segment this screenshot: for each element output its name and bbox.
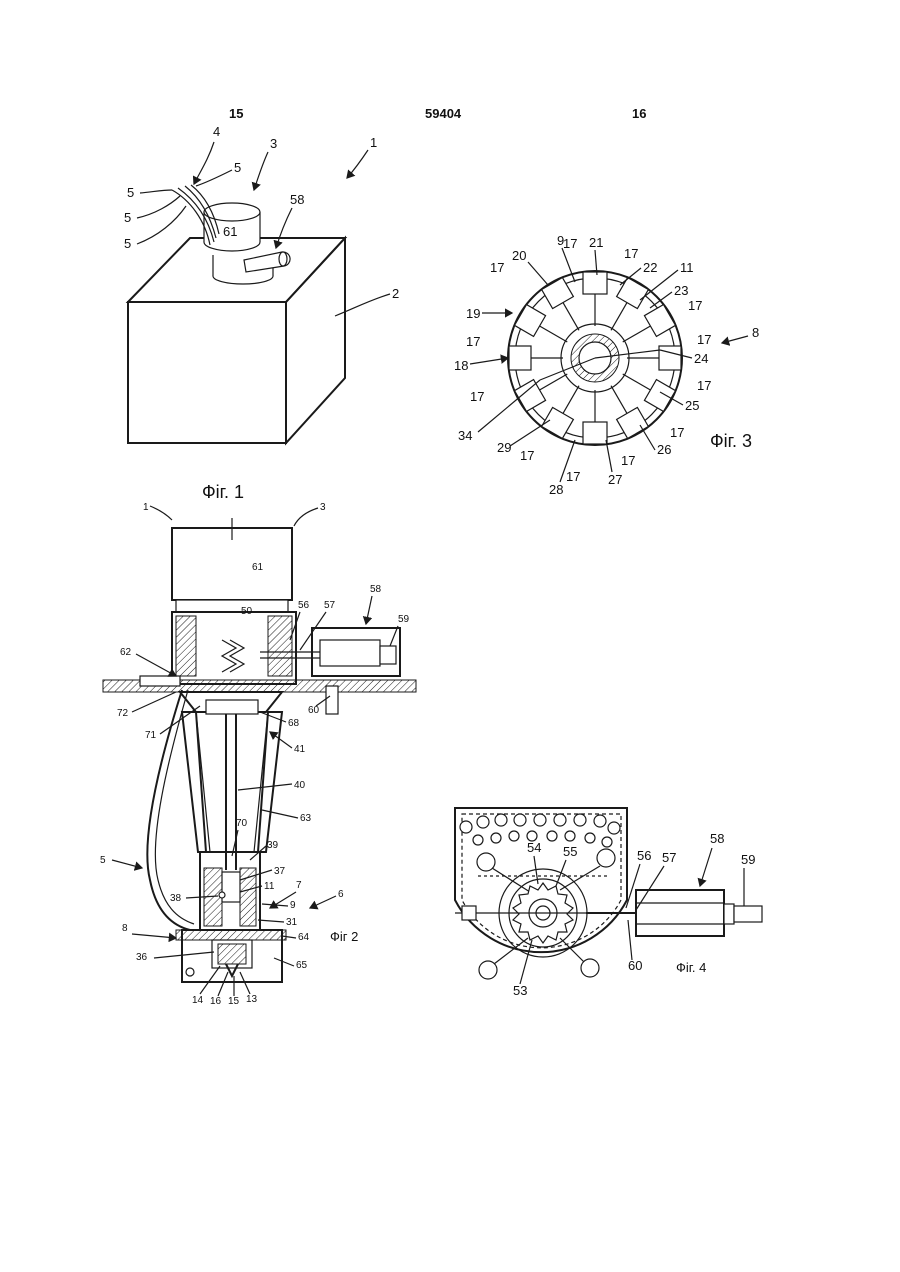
fig3-label-17-j: 17 xyxy=(470,389,484,404)
fig2-label-8: 8 xyxy=(122,923,128,934)
fig3-label-17-i: 17 xyxy=(520,448,534,463)
fig2-label-13: 13 xyxy=(246,994,258,1005)
fig2-label-56: 56 xyxy=(298,600,310,611)
fig2-label-7: 7 xyxy=(296,880,302,891)
fig3-label-27: 27 xyxy=(608,472,622,487)
fig2-label-70: 70 xyxy=(236,818,248,829)
fig2-label-60: 60 xyxy=(308,705,320,716)
fig2-label-11: 11 xyxy=(264,881,275,892)
fig2-label-14: 14 xyxy=(192,995,204,1006)
fig4-label-57: 57 xyxy=(662,850,676,865)
fig3-label-17-g: 17 xyxy=(621,453,635,468)
fig4-label-59: 59 xyxy=(741,852,755,867)
figure-2: 1 3 61 50 56 57 58 59 62 60 72 71 68 41 … xyxy=(100,502,416,1007)
fig2-label-41: 41 xyxy=(294,744,306,755)
fig3-label-17-c: 17 xyxy=(688,298,702,313)
fig2-label-65: 65 xyxy=(296,960,308,971)
fig3-label-11: 11 xyxy=(680,260,694,275)
patent-number: 59404 xyxy=(425,106,462,121)
fig1-label-61: 61 xyxy=(223,224,237,239)
figure-4: 54 55 56 57 58 59 60 53 Фіг. 4 xyxy=(455,808,762,998)
fig2-label-5: 5 xyxy=(100,855,106,866)
fig3-label-18: 18 xyxy=(454,358,468,373)
fig4-label-58: 58 xyxy=(710,831,724,846)
fig3-label-23: 23 xyxy=(674,283,688,298)
fig3-caption: Фіг. 3 xyxy=(710,431,752,451)
fig2-label-63: 63 xyxy=(300,813,312,824)
fig4-caption: Фіг. 4 xyxy=(676,960,706,975)
page-number-right: 16 xyxy=(632,106,646,121)
fig3-label-24: 24 xyxy=(694,351,708,366)
fig2-label-68: 68 xyxy=(288,718,300,729)
fig3-label-17-a: 17 xyxy=(563,236,577,251)
fig3-label-17-e: 17 xyxy=(697,378,711,393)
fig1-label-5-a: 5 xyxy=(127,185,134,200)
page-header: 15 59404 16 xyxy=(229,106,646,121)
fig3-label-28: 28 xyxy=(549,482,563,497)
fig3-label-17-k: 17 xyxy=(466,334,480,349)
fig3-label-21: 21 xyxy=(589,235,603,250)
fig1-label-5-b: 5 xyxy=(124,210,131,225)
fig1-label-5-c: 5 xyxy=(124,236,131,251)
fig4-label-54: 54 xyxy=(527,840,541,855)
fig2-label-59: 59 xyxy=(398,614,410,625)
page-number-left: 15 xyxy=(229,106,243,121)
fig1-label-4: 4 xyxy=(213,124,220,139)
fig1-label-3: 3 xyxy=(270,136,277,151)
fig3-label-34: 34 xyxy=(458,428,472,443)
fig2-label-16: 16 xyxy=(210,996,222,1007)
fig3-label-17-h: 17 xyxy=(566,469,580,484)
figure-3: 9 17 21 17 22 11 23 17 17 8 24 17 25 17 … xyxy=(454,233,759,497)
figure-1: 61 1 2 3 4 5 5 5 5 58 Фіг. 1 xyxy=(124,124,399,502)
fig1-caption: Фіг. 1 xyxy=(202,482,244,502)
fig1-label-1: 1 xyxy=(370,135,377,150)
fig3-label-19: 19 xyxy=(466,306,480,321)
fig2-caption: Фіг 2 xyxy=(330,929,358,944)
fig1-label-2: 2 xyxy=(392,286,399,301)
fig4-label-55: 55 xyxy=(563,844,577,859)
fig2-label-71: 71 xyxy=(145,730,157,741)
fig2-label-39: 39 xyxy=(267,840,279,851)
fig3-label-20: 20 xyxy=(512,248,526,263)
fig2-label-40: 40 xyxy=(294,780,306,791)
fig3-label-17-b: 17 xyxy=(624,246,638,261)
fig3-label-17-l: 17 xyxy=(490,260,504,275)
fig2-label-38: 38 xyxy=(170,893,182,904)
fig2-label-36: 36 xyxy=(136,952,148,963)
fig2-label-37: 37 xyxy=(274,866,286,877)
fig2-label-61: 61 xyxy=(252,562,264,573)
fig2-label-64: 64 xyxy=(298,932,310,943)
fig3-label-29: 29 xyxy=(497,440,511,455)
fig4-label-53: 53 xyxy=(513,983,527,998)
fig3-label-17-f: 17 xyxy=(670,425,684,440)
fig1-label-5-top: 5 xyxy=(234,160,241,175)
fig2-label-50: 50 xyxy=(241,606,253,617)
fig2-label-57: 57 xyxy=(324,600,336,611)
fig2-label-3: 3 xyxy=(320,502,326,513)
fig4-label-56: 56 xyxy=(637,848,651,863)
fig2-label-72: 72 xyxy=(117,708,129,719)
fig2-label-1: 1 xyxy=(143,502,149,513)
fig3-label-26: 26 xyxy=(657,442,671,457)
fig2-label-31: 31 xyxy=(286,917,298,928)
fig2-label-6: 6 xyxy=(338,889,344,900)
fig2-label-62: 62 xyxy=(120,647,132,658)
fig3-label-25: 25 xyxy=(685,398,699,413)
fig3-label-22: 22 xyxy=(643,260,657,275)
fig4-label-60: 60 xyxy=(628,958,642,973)
fig2-label-15: 15 xyxy=(228,996,240,1007)
fig3-label-8: 8 xyxy=(752,325,759,340)
fig2-label-58: 58 xyxy=(370,584,382,595)
fig2-label-9: 9 xyxy=(290,900,296,911)
fig3-label-17-d: 17 xyxy=(697,332,711,347)
fig1-label-58: 58 xyxy=(290,192,304,207)
